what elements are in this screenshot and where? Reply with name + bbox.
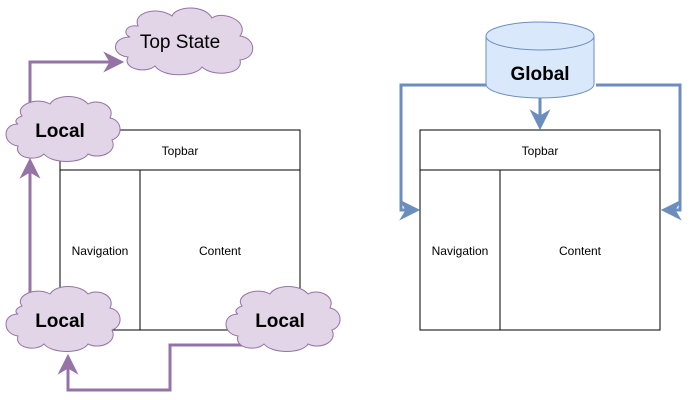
local-top-label: Local bbox=[35, 121, 85, 142]
local-bottom-right-cloud: Local bbox=[225, 286, 341, 352]
right-topbar-box bbox=[419, 129, 661, 171]
right-navigation-label: Navigation bbox=[432, 244, 489, 258]
local-bottom-left-cloud: Local bbox=[5, 286, 121, 352]
right-content-label: Content bbox=[559, 244, 602, 258]
right-content-box bbox=[499, 169, 661, 331]
right-diagram: Topbar Navigation Content Global bbox=[399, 21, 682, 331]
right-topbar-label: Topbar bbox=[522, 144, 559, 158]
arrow-global-to-content bbox=[596, 83, 682, 221]
arrow-global-to-navigation bbox=[399, 83, 486, 221]
left-topbar-label: Topbar bbox=[162, 144, 199, 158]
left-diagram: Topbar Navigation Content Top State Loca… bbox=[5, 7, 341, 392]
top-state-label: Top State bbox=[140, 32, 220, 53]
local-bottom-right-label: Local bbox=[255, 311, 305, 332]
top-state-cloud: Top State bbox=[115, 7, 254, 76]
arrow-local-top-to-top-state bbox=[28, 51, 125, 104]
local-bottom-left-label: Local bbox=[35, 311, 85, 332]
arrow-local-right-to-local-left bbox=[57, 343, 245, 392]
global-label: Global bbox=[510, 64, 569, 85]
left-content-label: Content bbox=[199, 244, 242, 258]
left-navigation-label: Navigation bbox=[72, 244, 129, 258]
local-top-cloud: Local bbox=[5, 96, 121, 162]
global-database-cylinder: Global bbox=[485, 21, 595, 99]
